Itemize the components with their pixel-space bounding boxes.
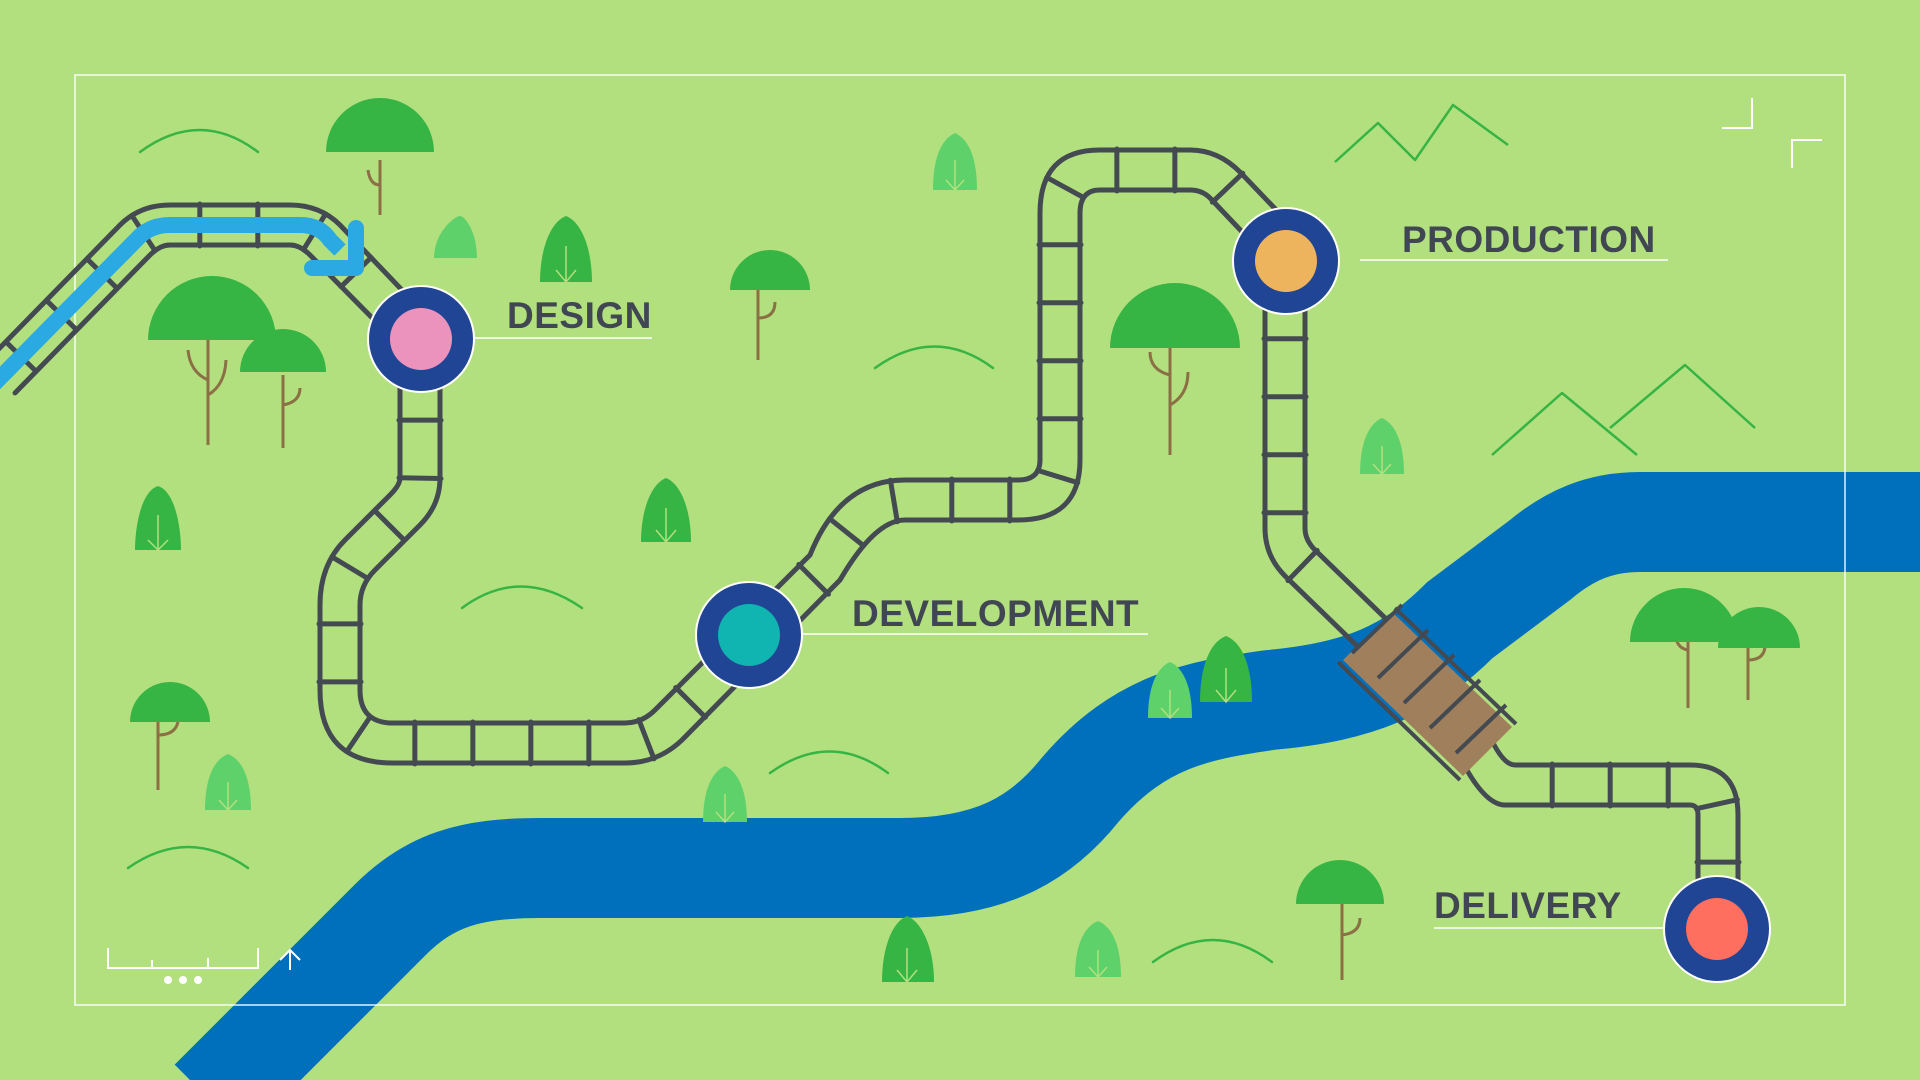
track-sleeper [1693, 797, 1740, 812]
stage-marker-delivery [1663, 875, 1771, 983]
river [174, 472, 1920, 1080]
stage-marker-design [367, 285, 475, 393]
stage-label-development: DEVELOPMENT [852, 593, 1139, 634]
bush-veins [147, 160, 1392, 984]
track-sleeper [673, 685, 708, 720]
arrow-up-icon [279, 948, 301, 970]
railway-track [0, 146, 1742, 933]
track-sleeper [396, 475, 444, 482]
track-sleeper [1285, 547, 1320, 584]
track-sleeper [827, 516, 866, 548]
stage-dot-design [390, 308, 452, 370]
route-arrow [0, 217, 364, 390]
corner-bracket-icon [1722, 98, 1822, 168]
tree [156, 160, 1767, 980]
label-underlines [472, 259, 1668, 929]
stage-dot-development [718, 604, 780, 666]
stage-marker-production [1232, 207, 1340, 315]
track-sleeper [329, 554, 371, 582]
frame-border [74, 74, 1846, 1006]
stage-label-delivery: DELIVERY [1434, 885, 1622, 926]
track-sleeper [1044, 174, 1087, 201]
stage-dot-production [1255, 230, 1317, 292]
track-sleeper [796, 562, 831, 597]
mountains [1334, 103, 1756, 456]
stage-label-design: DESIGN [507, 295, 652, 336]
track-sleeper [372, 508, 407, 543]
track-sleeper [636, 717, 657, 762]
track-sleeper [1035, 467, 1081, 486]
trees [130, 98, 1800, 980]
stage-dot-delivery [1686, 898, 1748, 960]
stage-marker-development [695, 581, 803, 689]
track-sleeper [887, 477, 900, 525]
track-sleeper [344, 714, 373, 755]
tree-canopies [130, 98, 1800, 904]
grass-arcs [126, 128, 1274, 964]
bridge [1336, 603, 1518, 782]
track-sleeper [1209, 170, 1246, 205]
scale-bar-icon [107, 948, 259, 984]
stage-label-production: PRODUCTION [1402, 219, 1656, 260]
